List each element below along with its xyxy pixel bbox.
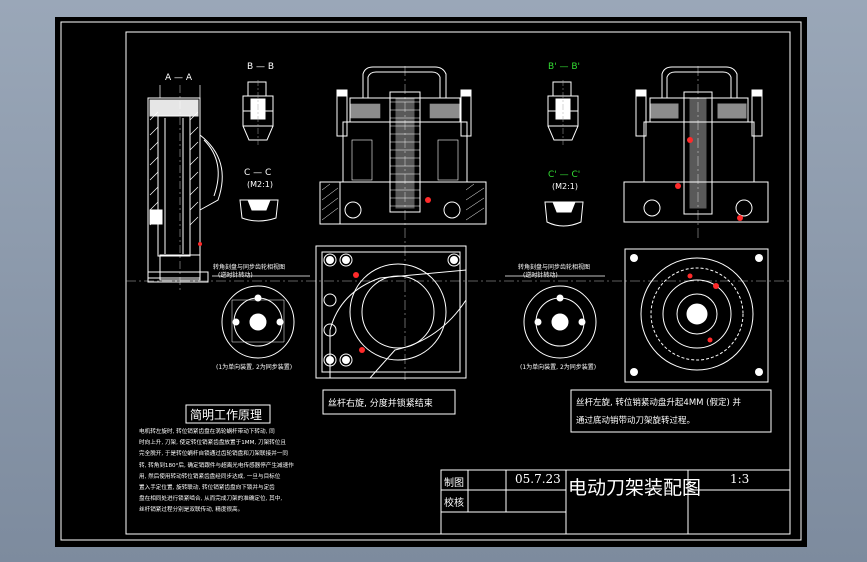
right-disk-view (523, 285, 597, 359)
section-cc-label: C — C (244, 168, 272, 178)
principle-line: 用, 然后使用转动转位销紧齿盘经同步达成, 一旦与目标位 (139, 473, 281, 480)
principle-title-box (185, 404, 271, 424)
outer-border (60, 21, 802, 541)
section-cc-view (239, 199, 279, 222)
principle-line: 转, 转角到180°后, 确定销跟件与超离光电传感器停产生减速作 (139, 462, 294, 469)
section-cc-scale: (M2:1) (247, 180, 274, 189)
middle-note-box (322, 389, 456, 415)
right-note-line2: 通过底动销带动刀架旋转过程。 (576, 416, 696, 426)
section-aa-label: A — A (165, 73, 193, 83)
section-bb2-label: B' — B' (548, 62, 581, 72)
section-bb-view (242, 80, 274, 145)
left-disk-caption: (1为单向装置, 2为同步装置) (216, 364, 293, 371)
section-cc2-view (544, 201, 584, 227)
right-note-line1: 丝杆左旋, 转位销紧动盘升起4MM (假定) 并 (576, 398, 742, 408)
left-view-caption-a: 转角刻盘与同步齿轮相视图 (213, 264, 286, 271)
main-assembly-view (315, 66, 487, 380)
draw-label: 制图 (444, 478, 464, 489)
principle-body: 电机转左旋时, 转位销紧齿盘在涡轮蜗杆带动下转动, 同时向上升, 刀架, 使定转… (139, 427, 434, 517)
principle-line: 盘在相同处进行锁紧啮合, 从而完成刀架的准确定位, 其中, (139, 496, 283, 503)
right-plan-view (624, 248, 769, 383)
right-view-caption-a: 转角刻盘与同步齿轮相视图 (518, 264, 591, 271)
principle-line: 置入手定位置, 旋转联动, 转位销紧齿盘向下锁并与定齿 (139, 485, 275, 492)
section-cc2-label: C' — C' (548, 170, 581, 180)
principle-line: 完全脱开, 于是转位蜗杆自锁通过齿轮销盘和刀架联接并一同 (139, 451, 288, 458)
section-bb-label: B — B (247, 62, 275, 72)
drawing-date: 05.7.23 (515, 472, 561, 486)
principle-line: 电机转左旋时, 转位销紧齿盘在涡轮蜗杆带动下转动, 同 (139, 429, 275, 435)
leader-lines (159, 85, 605, 277)
title-block (440, 469, 791, 535)
right-disk-caption: (1为单向装置, 2为同步装置) (520, 364, 597, 371)
right-assembly-view (623, 66, 769, 240)
section-bb2-view (547, 80, 579, 145)
section-aa-view (147, 85, 223, 290)
principle-line: 时向上升, 刀架, 使定转位销紧齿盘放置于1MM, 刀架转位且 (139, 440, 286, 447)
drawing-scale: 1:3 (730, 472, 750, 486)
left-view-caption-b: (逆时针转动) (218, 272, 253, 279)
check-label: 校核 (444, 498, 464, 509)
section-cc2-scale: (M2:1) (552, 182, 579, 191)
middle-note: 丝杆右旋, 分度并锁紧结束 (328, 399, 433, 409)
right-view-caption-b: (逆时针转动) (523, 272, 558, 279)
principle-line: 丝杆销紧过程分别是双联传动, 精度很高。 (139, 507, 244, 514)
drawing-title: 电动刀架装配图 (568, 477, 702, 499)
left-disk-view (221, 285, 295, 359)
right-note-box (570, 389, 772, 433)
principle-title: 简明工作原理 (190, 408, 263, 422)
